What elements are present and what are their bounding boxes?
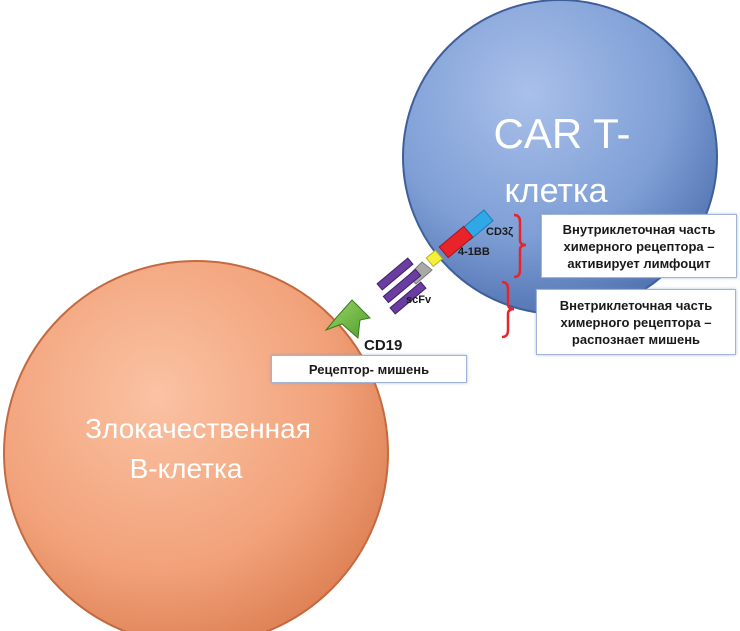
cd19-receptor: [324, 299, 372, 340]
b-cell-title-line1: Злокачественная: [85, 413, 311, 444]
hinge-domain: [425, 249, 444, 268]
4-1bb-label: 4-1BB: [458, 246, 490, 258]
car-t-title-line2: клетка: [505, 172, 608, 210]
4-1bb-domain: [438, 225, 474, 259]
scfv-chain-1: [376, 257, 414, 291]
car-t-title-line1: CAR T-: [494, 110, 631, 157]
extracellular-callout: Внетриклеточная часть химерного рецептор…: [536, 289, 736, 355]
cd19-label: CD19: [364, 337, 402, 354]
extracellular-callout-text: Внетриклеточная часть химерного рецептор…: [559, 297, 713, 347]
b-cell-title-line2: В-клетка: [130, 453, 243, 484]
scfv-chain-2: [382, 268, 422, 304]
cd3z-label: CD3ζ: [486, 226, 513, 238]
target-callout: Рецептор- мишень: [271, 355, 467, 383]
intracellular-callout: Внутриклеточная часть химерного рецептор…: [541, 214, 737, 278]
intracellular-bracket: [513, 213, 527, 279]
b-cell: [3, 260, 389, 631]
scfv-chain-3: [389, 281, 427, 315]
scfv-label: scFv: [406, 294, 432, 306]
extracellular-bracket: [501, 280, 515, 339]
car-receptor: [376, 209, 494, 315]
target-callout-text: Рецептор- мишень: [308, 361, 430, 377]
intracellular-callout-text: Внутриклеточная часть химерного рецептор…: [562, 221, 716, 271]
